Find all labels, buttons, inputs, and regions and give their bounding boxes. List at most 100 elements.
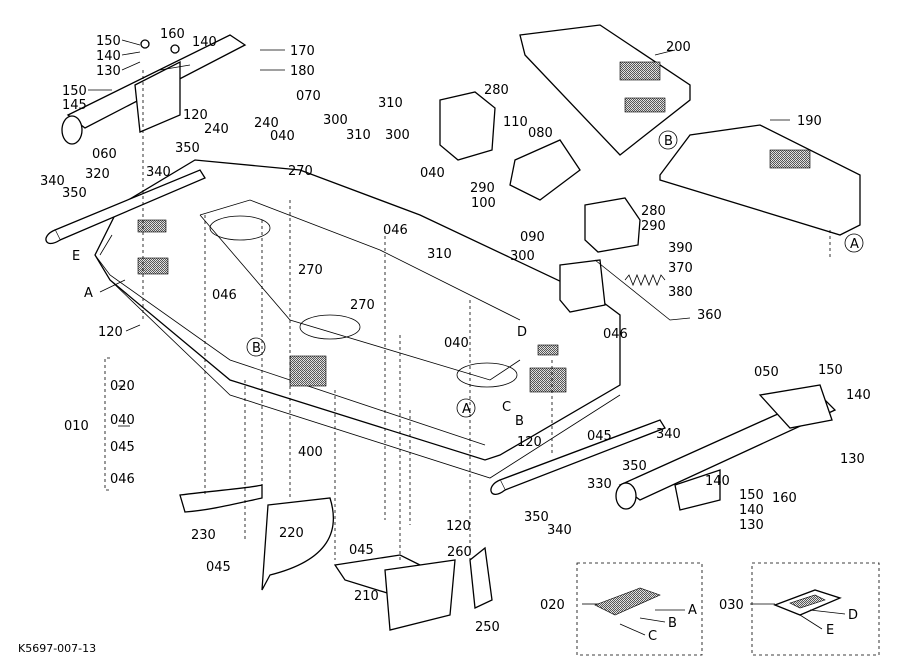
label-120a: 120 — [183, 108, 208, 123]
callout-A2: A — [462, 402, 471, 417]
label-046a: 046 — [383, 223, 408, 238]
label-180: 180 — [290, 64, 315, 79]
label-120c: 120 — [517, 435, 542, 450]
label-300c: 300 — [510, 249, 535, 264]
label-090: 090 — [520, 230, 545, 245]
callout-circles — [246, 130, 864, 418]
label-300b: 300 — [385, 128, 410, 143]
label-350a: 350 — [175, 141, 200, 156]
label-270b: 270 — [298, 263, 323, 278]
label-045a: 045 — [110, 440, 135, 455]
label-046d: 046 — [110, 472, 135, 487]
label-280a: 280 — [484, 83, 509, 98]
label-240b: 240 — [254, 116, 279, 131]
label-280b: 280 — [641, 204, 666, 219]
label-240a: 240 — [204, 122, 229, 137]
label-350b: 350 — [62, 186, 87, 201]
label-270a: 270 — [288, 164, 313, 179]
label-150c: 150 — [818, 363, 843, 378]
label-350d: 350 — [524, 510, 549, 525]
label-200: 200 — [666, 40, 691, 55]
callout-A1: A — [850, 237, 859, 252]
label-320: 320 — [85, 167, 110, 182]
label-D1: D — [517, 325, 527, 340]
projection-lines — [142, 70, 831, 560]
label-060: 060 — [92, 147, 117, 162]
label-140a: 140 — [96, 49, 121, 64]
mower-deck — [94, 159, 621, 479]
label-290b: 290 — [641, 219, 666, 234]
label-300a: 300 — [323, 113, 348, 128]
label-290a: 290 — [470, 181, 495, 196]
label-140d: 140 — [705, 474, 730, 489]
label-140b: 140 — [192, 35, 217, 50]
label-E2: E — [826, 623, 834, 638]
label-380: 380 — [668, 285, 693, 300]
baffles — [179, 484, 493, 631]
label-100: 100 — [471, 196, 496, 211]
label-C1: C — [502, 400, 511, 415]
callout-B1: B — [664, 134, 673, 149]
label-A1: A — [84, 286, 93, 301]
label-070: 070 — [296, 89, 321, 104]
label-020: 020 — [110, 379, 135, 394]
label-150d: 150 — [739, 488, 764, 503]
label-046c: 046 — [603, 327, 628, 342]
label-350c: 350 — [622, 459, 647, 474]
inset-box-020 — [576, 562, 703, 656]
label-160b: 160 — [772, 491, 797, 506]
label-170: 170 — [290, 44, 315, 59]
label-250: 250 — [475, 620, 500, 635]
label-190: 190 — [797, 114, 822, 129]
label-160a: 160 — [160, 27, 185, 42]
callout-B2: B — [252, 341, 261, 356]
part-labels: 150 140 130 160 140 170 180 150 145 120 … — [18, 27, 871, 655]
spring — [624, 273, 666, 287]
label-040c: 040 — [444, 336, 469, 351]
label-270c: 270 — [350, 298, 375, 313]
label-130c: 130 — [739, 518, 764, 533]
label-080: 080 — [528, 126, 553, 141]
label-330: 330 — [587, 477, 612, 492]
side-rods — [45, 169, 666, 495]
label-046b: 046 — [212, 288, 237, 303]
leader-lines — [88, 39, 846, 636]
label-210: 210 — [354, 589, 379, 604]
label-145: 145 — [62, 98, 87, 113]
brackets — [439, 91, 641, 313]
label-050: 050 — [754, 365, 779, 380]
label-040d: 040 — [110, 413, 135, 428]
label-140c: 140 — [846, 388, 871, 403]
label-040b: 040 — [420, 166, 445, 181]
label-D2: D — [848, 608, 858, 623]
label-120b: 120 — [98, 325, 123, 340]
label-340a: 340 — [146, 165, 171, 180]
label-020b: 020 — [540, 598, 565, 613]
label-010: 010 — [64, 419, 89, 434]
label-310c: 310 — [427, 247, 452, 262]
label-230: 230 — [191, 528, 216, 543]
label-045c: 045 — [349, 543, 374, 558]
label-150a: 150 — [96, 34, 121, 49]
label-140e: 140 — [739, 503, 764, 518]
label-130b: 130 — [840, 452, 865, 467]
label-220: 220 — [279, 526, 304, 541]
label-150b: 150 — [62, 84, 87, 99]
inset-020-part — [594, 587, 661, 616]
label-030: 030 — [719, 598, 744, 613]
group-bracket — [104, 357, 110, 491]
label-B1: B — [515, 414, 524, 429]
label-A2: A — [688, 603, 697, 618]
label-260: 260 — [447, 545, 472, 560]
label-340d: 340 — [547, 523, 572, 538]
label-400: 400 — [298, 445, 323, 460]
label-E1: E — [72, 249, 80, 264]
label-340c: 340 — [656, 427, 681, 442]
label-110: 110 — [503, 115, 528, 130]
label-B2: B — [668, 616, 677, 631]
label-310b: 310 — [346, 128, 371, 143]
label-360: 360 — [697, 308, 722, 323]
label-040a: 040 — [270, 129, 295, 144]
